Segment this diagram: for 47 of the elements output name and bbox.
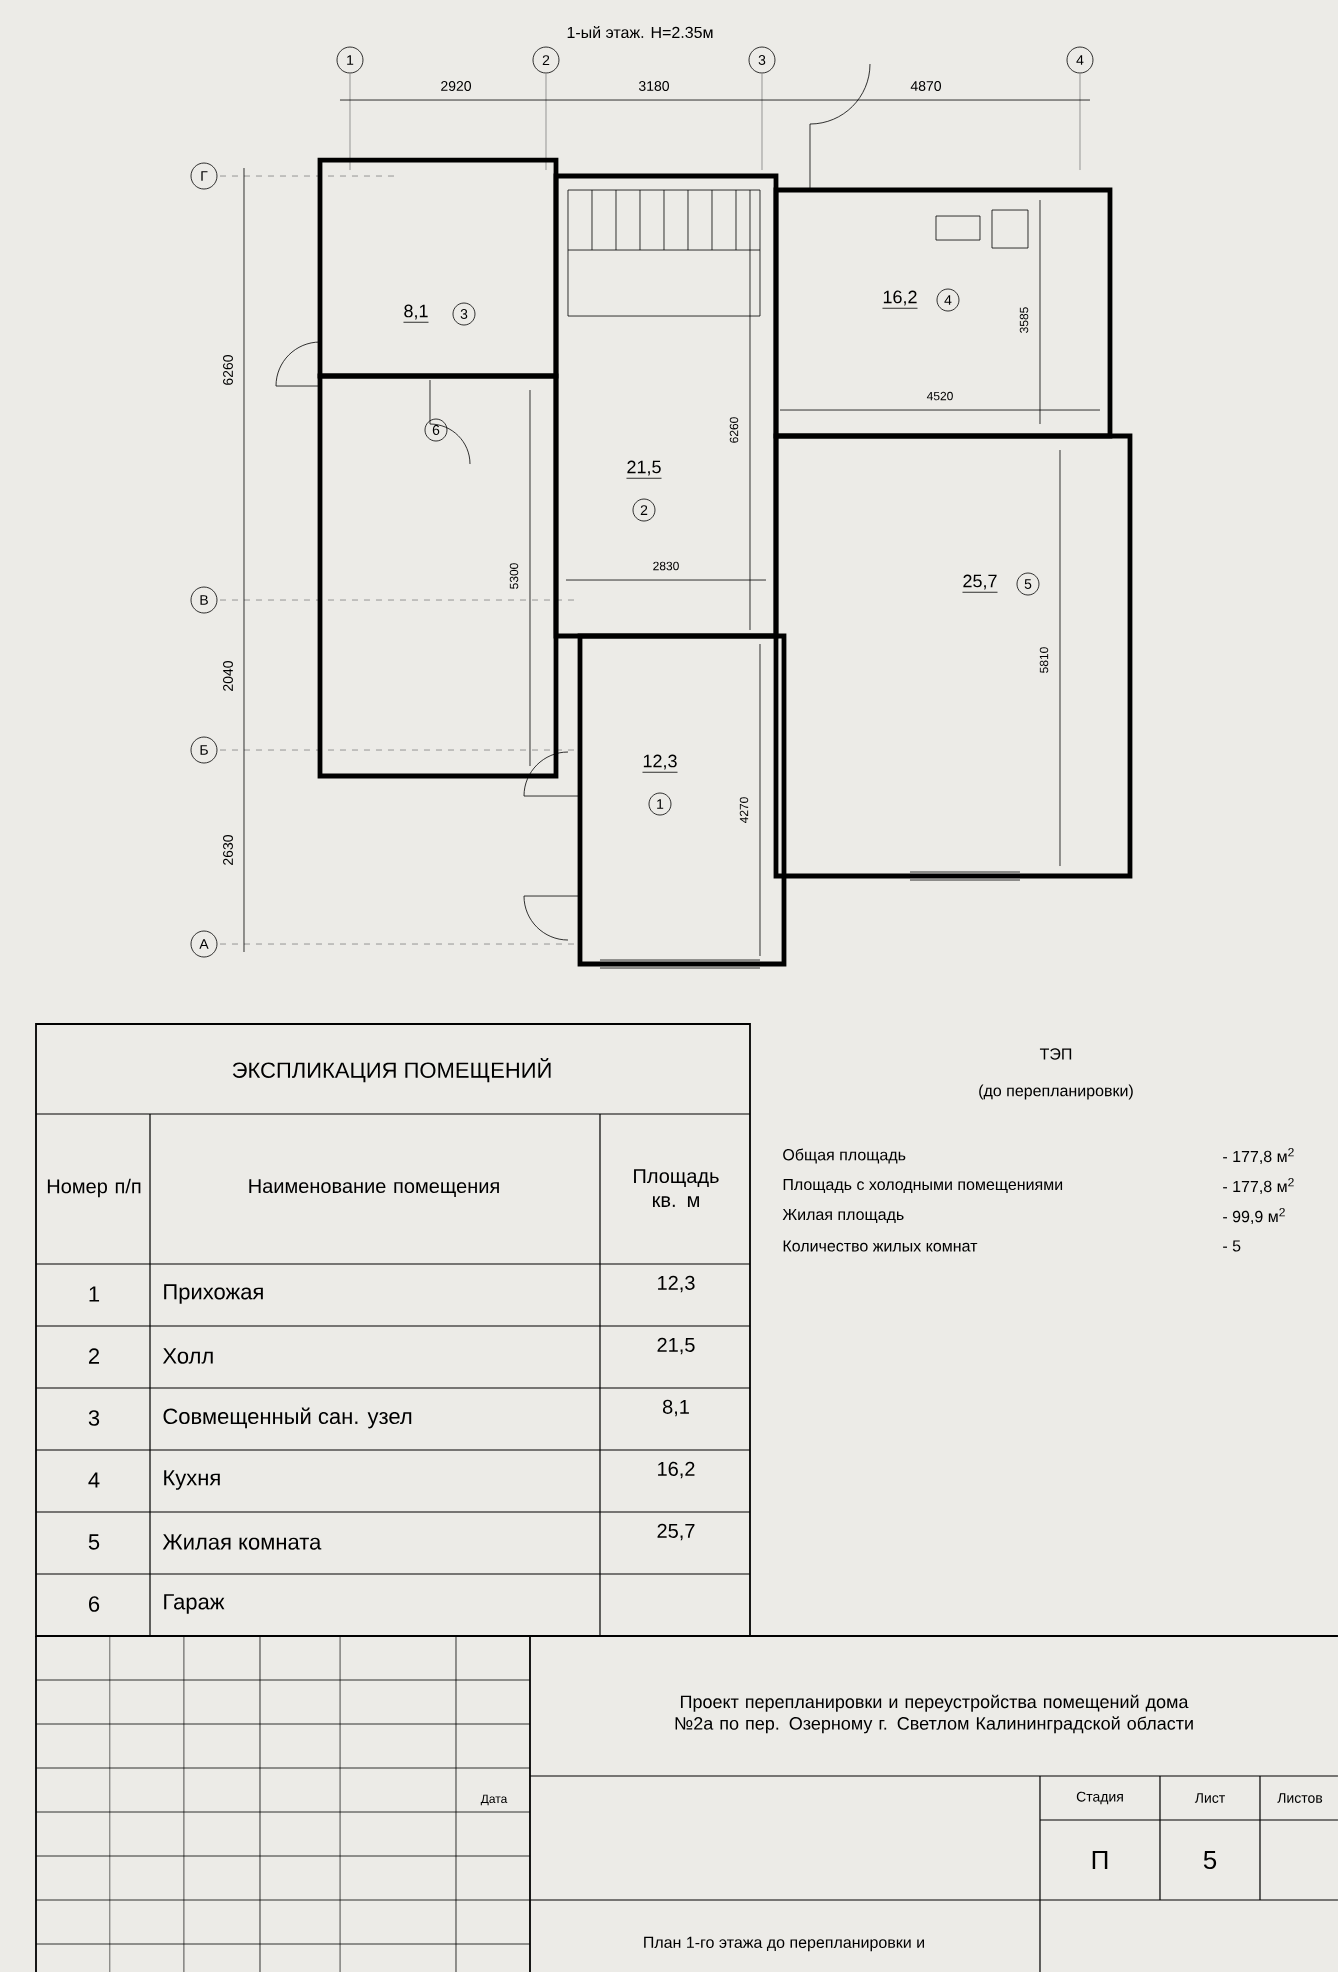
room-outline <box>577 633 787 967</box>
column-header: Наименование помещения <box>249 1179 499 1197</box>
tep-item: Количество жилых комнат <box>783 1240 978 1252</box>
room-area: 12,3 <box>642 754 678 773</box>
room-name: Прихожая <box>164 1284 263 1304</box>
room-area: 25,7 <box>962 574 998 593</box>
area-value: 16,2 <box>658 1461 695 1479</box>
row-number: 1 <box>89 1286 100 1302</box>
room-outline <box>317 157 559 379</box>
tep-value: - 99,9 м$^{2}$ <box>1223 1208 1285 1225</box>
room-name: Гараж <box>164 1594 225 1614</box>
tep-value: - 177,8 м$^{2}$ <box>1223 1178 1294 1195</box>
tep-subtitle: (до перепланировки) <box>979 1084 1133 1100</box>
sheet-number: 5 <box>1203 1850 1217 1870</box>
room-name: Жилая комната <box>162 1534 322 1550</box>
row-number: 4 <box>88 1472 100 1488</box>
stage-value: П <box>1092 1851 1108 1869</box>
area-value: 25,7 <box>657 1523 695 1541</box>
room-name: Совмещенный сан. узел <box>163 1407 412 1429</box>
room-outline <box>317 373 559 779</box>
room-name: Холл <box>162 1348 213 1364</box>
floor-title: 1-ый этаж. Н=2.35м <box>567 26 713 39</box>
area-value: 8,1 <box>662 1399 689 1417</box>
column-header: Площадь кв. м <box>634 1169 719 1207</box>
room-area: 21,5 <box>626 460 662 479</box>
sheet-title: План 1-го этажа до перепланировки и <box>644 1936 924 1952</box>
row-number: 2 <box>89 1348 99 1364</box>
tep-item: Жилая площадь <box>782 1208 904 1224</box>
row-number: 5 <box>88 1534 100 1550</box>
row-number: 6 <box>89 1596 100 1612</box>
room-area: 8,1 <box>403 304 429 323</box>
tep-value: - 5 <box>1223 1240 1241 1252</box>
project-title: Проект перепланировки и переустройства помещений дома №2а по пер. Озерному г. Светлом Калининградской области <box>675 1694 1193 1734</box>
room-outline <box>773 187 1113 439</box>
tep-heading: ТЭП <box>1039 1048 1072 1060</box>
room-name: Кухня <box>164 1470 220 1490</box>
tep-item: Общая площадь <box>783 1148 906 1164</box>
row-number: 3 <box>88 1410 100 1426</box>
room-area: 16,2 <box>882 290 918 309</box>
table-title: ЭКСПЛИКАЦИЯ ПОМЕЩЕНИЙ <box>232 1057 551 1083</box>
area-value: 12,3 <box>658 1275 695 1293</box>
tep-value: - 177,8 м$^{2}$ <box>1223 1148 1294 1165</box>
area-value: 21,5 <box>657 1337 695 1355</box>
room-outline <box>773 433 1133 879</box>
tep-item: Площадь с холодными помещениями <box>783 1178 1063 1194</box>
column-header: Номер п/п <box>47 1178 141 1198</box>
room-outline <box>553 173 779 639</box>
